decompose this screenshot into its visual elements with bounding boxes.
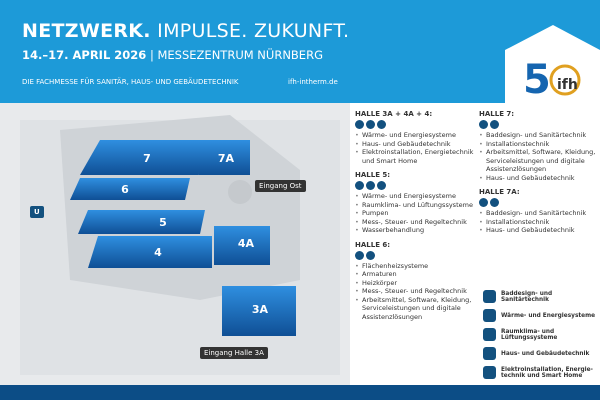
category-icons	[355, 120, 475, 129]
list-item: Arbeitsmittel, Software, Kleidung, Servi…	[355, 296, 475, 322]
electric-icon	[483, 366, 496, 379]
hall-heading: HALLE 6:	[355, 240, 391, 249]
fan-icon	[483, 328, 496, 341]
list-item: Wärme- und Energiesysteme	[355, 192, 475, 201]
list-item: Raumklima- und Lüftungssysteme	[355, 201, 475, 210]
legend-item: Haus- und Gebäudetechnik	[483, 344, 600, 363]
ubahn-icon: U	[30, 206, 44, 218]
house-icon	[483, 347, 496, 360]
list-item: Mess-, Steuer- und Regeltechnik	[355, 287, 475, 296]
legend-label: Baddesign- und Sanitärtechnik	[501, 290, 553, 303]
hall-label-4a: 4A	[238, 237, 255, 250]
entrance-3a-label: Eingang Halle 3A	[200, 347, 268, 359]
slogan: NETZWERK. IMPULSE. ZUKUNFT.	[22, 20, 349, 42]
hall-5	[78, 210, 205, 234]
hall-list: Baddesign- und SanitärtechnikInstallatio…	[479, 209, 599, 235]
hall-label-3a: 3A	[252, 303, 269, 316]
hall-7a	[198, 140, 250, 175]
entrance-east-label: Eingang Ost	[255, 180, 306, 192]
hall-label-5: 5	[159, 216, 167, 229]
list-item: Baddesign- und Sanitärtechnik	[479, 131, 599, 140]
hall-label-6: 6	[121, 183, 129, 196]
svg-text:5: 5	[523, 57, 551, 103]
heat-icon	[483, 309, 496, 322]
ifh-logo: 5 ifh	[505, 25, 600, 105]
hall-3a	[222, 286, 296, 336]
category-icons	[355, 181, 475, 190]
slogan-bold: NETZWERK.	[22, 20, 151, 42]
hall-heading: HALLE 5:	[355, 171, 391, 179]
list-item: Mess-, Steuer- und Regeltechnik	[355, 218, 475, 227]
list-item: Baddesign- und Sanitärtechnik	[479, 209, 599, 218]
list-item: Installationstechnik	[479, 218, 599, 227]
hall-4a	[214, 226, 270, 265]
legend-item: Raumklima- und Lüftungssysteme	[483, 325, 600, 344]
list-item: Wasserbehandlung	[355, 226, 475, 235]
legend-item: Elektroinstallation, Energie-technik und…	[483, 363, 600, 382]
date-bold: 14.–17. APRIL 2026	[22, 48, 147, 62]
list-item: Pumpen	[355, 209, 475, 218]
svg-text:ifh: ifh	[557, 77, 578, 93]
header: NETZWERK. IMPULSE. ZUKUNFT. 14.–17. APRI…	[0, 0, 600, 105]
footer-band	[0, 385, 600, 400]
list-item: Haus- und Gebäudetechnik	[355, 140, 475, 149]
venue: | MESSEZENTRUM NÜRNBERG	[146, 48, 323, 62]
legend-label: Haus- und Gebäudetechnik	[501, 350, 590, 357]
hall-label-7a: 7A	[218, 152, 235, 165]
hall-heading: HALLE 3A + 4A + 4:	[355, 110, 433, 118]
legend: Baddesign- und Sanitärtechnik Wärme- und…	[483, 287, 600, 382]
hall-label-7: 7	[143, 152, 151, 165]
hall-heading: HALLE 7:	[479, 110, 515, 118]
bath-icon	[483, 290, 496, 303]
legend-label: Raumklima- und Lüftungssysteme	[501, 328, 558, 341]
category-icons	[355, 250, 475, 260]
list-item: Flächenheizsysteme	[355, 262, 475, 271]
list-item: Wärme- und Energiesysteme	[355, 131, 475, 140]
list-item: Arbeitsmittel, Software, Kleidung, Servi…	[479, 148, 599, 174]
list-item: Haus- und Gebäudetechnik	[479, 226, 599, 235]
hall-7	[80, 140, 212, 175]
legend-label: Wärme- und Energiesysteme	[501, 312, 596, 319]
category-icons	[479, 198, 599, 207]
list-item: Installationstechnik	[479, 140, 599, 149]
event-date: 14.–17. APRIL 2026 | MESSEZENTRUM NÜRNBE…	[22, 48, 323, 62]
hall-list: FlächenheizsystemeArmaturenHeizkörperMes…	[355, 262, 475, 322]
list-item: Armaturen	[355, 270, 475, 279]
hall-map: 7 7A 6 5 4 4A 3A Eingang Ost Eingang Hal…	[0, 103, 350, 385]
hall-6	[70, 178, 190, 200]
list-item: Elektroinstallation, Energietechnik und …	[355, 148, 475, 165]
hall-list: Baddesign- und SanitärtechnikInstallatio…	[479, 131, 599, 182]
hall-list: Wärme- und EnergiesystemeHaus- und Gebäu…	[355, 131, 475, 165]
legend-item: Wärme- und Energiesysteme	[483, 306, 600, 325]
hall-4	[88, 236, 212, 268]
hall-heading: HALLE 7A:	[479, 188, 520, 196]
category-icons	[479, 120, 599, 129]
legend-label: Elektroinstallation, Energie-technik und…	[501, 366, 593, 379]
hall-map-svg: 7 7A 6 5 4 4A 3A	[20, 115, 340, 375]
website-link[interactable]: ifh-intherm.de	[288, 78, 338, 86]
slogan-rest: IMPULSE. ZUKUNFT.	[150, 20, 350, 42]
legend-item: Baddesign- und Sanitärtechnik	[483, 287, 600, 306]
list-item: Heizkörper	[355, 279, 475, 288]
hall-label-4: 4	[154, 246, 162, 259]
list-item: Haus- und Gebäudetechnik	[479, 174, 599, 183]
hall-info: HALLE 3A + 4A + 4: Wärme- und Energiesys…	[355, 110, 600, 385]
tagline: DIE FACHMESSE FÜR SANITÄR, HAUS- UND GEB…	[22, 78, 239, 86]
